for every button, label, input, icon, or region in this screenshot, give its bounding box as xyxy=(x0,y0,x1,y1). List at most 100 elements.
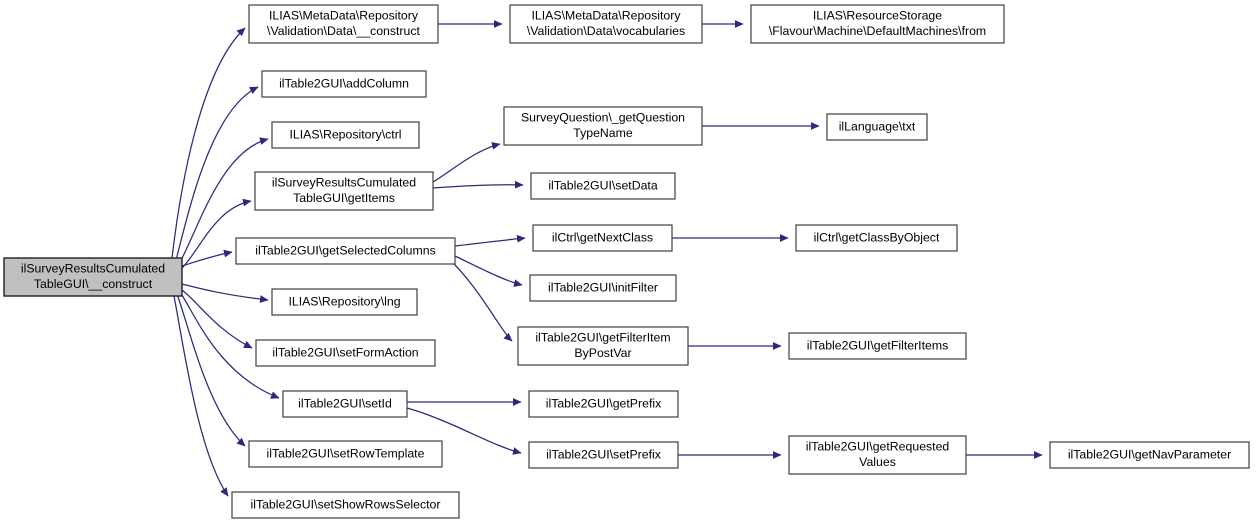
node-getitems[interactable]: ilSurveyResultsCumulatedTableGUI\getItem… xyxy=(254,171,434,211)
node-getprefix[interactable]: ilTable2GUI\getPrefix xyxy=(528,390,679,418)
node-label-md_construct: \Validation\Data\__construct xyxy=(267,24,420,38)
node-box-repo_ctrl[interactable] xyxy=(271,121,420,149)
node-md_vocabularies[interactable]: ILIAS\MetaData\Repository\Validation\Dat… xyxy=(509,4,703,44)
node-box-addcolumn[interactable] xyxy=(261,70,427,98)
node-box-md_construct[interactable] xyxy=(248,4,439,44)
node-label-repo_ctrl: ILIAS\Repository\ctrl xyxy=(289,127,401,141)
node-label-setrowtemplate: ilTable2GUI\setRowTemplate xyxy=(267,446,425,460)
node-setdata[interactable]: ilTable2GUI\setData xyxy=(530,172,676,200)
call-edge-root-to-setshowrowsselector xyxy=(173,295,229,497)
node-box-md_vocabularies[interactable] xyxy=(509,4,703,44)
node-label-getquestiontypename: SurveyQuestion\_getQuestion xyxy=(521,111,685,125)
node-box-setformaction[interactable] xyxy=(255,339,436,367)
node-getfilteritems[interactable]: ilTable2GUI\getFilterItems xyxy=(788,332,967,360)
call-edge-root-to-getselectedcolumns xyxy=(181,249,233,267)
node-setid[interactable]: ilTable2GUI\setId xyxy=(282,390,408,418)
call-edge-getselectedcolumns-to-initfilter xyxy=(454,255,523,287)
node-box-repo_lng[interactable] xyxy=(271,288,418,316)
node-repo_ctrl[interactable]: ILIAS\Repository\ctrl xyxy=(271,121,420,149)
node-label-getfilteritembypostvar: ilTable2GUI\getFilterItem xyxy=(535,331,670,345)
node-rs_from[interactable]: ILIAS\ResourceStorage\Flavour\Machine\De… xyxy=(750,4,1005,44)
node-box-setdata[interactable] xyxy=(530,172,676,200)
node-box-getquestiontypename[interactable] xyxy=(503,106,703,146)
node-box-getprefix[interactable] xyxy=(528,390,679,418)
node-addcolumn[interactable]: ilTable2GUI\addColumn xyxy=(261,70,427,98)
call-edge-root-to-setformaction xyxy=(181,289,253,349)
node-label-rs_from: ILIAS\ResourceStorage xyxy=(813,9,942,23)
node-box-setid[interactable] xyxy=(282,390,408,418)
node-setshowrowsselector[interactable]: ilTable2GUI\setShowRowsSelector xyxy=(231,491,460,519)
node-label-getnavparameter: ilTable2GUI\getNavParameter xyxy=(1068,447,1231,461)
call-edge-setid-to-setprefix xyxy=(406,407,522,455)
node-label-getfilteritems: ilTable2GUI\getFilterItems xyxy=(807,338,948,352)
node-box-root[interactable] xyxy=(3,257,183,297)
node-box-setprefix[interactable] xyxy=(528,441,679,469)
node-label-setshowrowsselector: ilTable2GUI\setShowRowsSelector xyxy=(250,497,440,511)
node-label-getfilteritembypostvar: ByPostVar xyxy=(574,346,631,360)
node-box-getselectedcolumns[interactable] xyxy=(235,237,456,265)
node-box-setrowtemplate[interactable] xyxy=(248,440,443,468)
node-box-getnextclass[interactable] xyxy=(532,224,673,252)
node-box-getitems[interactable] xyxy=(254,171,434,211)
node-label-initfilter: ilTable2GUI\initFilter xyxy=(548,280,658,294)
call-edge-getselectedcolumns-to-getnextclass xyxy=(454,234,526,247)
node-repo_lng[interactable]: ILIAS\Repository\lng xyxy=(271,288,418,316)
node-box-illanguage_txt[interactable] xyxy=(826,113,928,141)
node-box-getfilteritembypostvar[interactable] xyxy=(517,326,689,366)
node-md_construct[interactable]: ILIAS\MetaData\Repository\Validation\Dat… xyxy=(248,4,439,44)
node-setformaction[interactable]: ilTable2GUI\setFormAction xyxy=(255,339,436,367)
node-label-getrequestedvalues: Values xyxy=(859,455,896,469)
node-box-initfilter[interactable] xyxy=(529,274,677,302)
node-getselectedcolumns[interactable]: ilTable2GUI\getSelectedColumns xyxy=(235,237,456,265)
node-getnextclass[interactable]: ilCtrl\getNextClass xyxy=(532,224,673,252)
node-label-repo_lng: ILIAS\Repository\lng xyxy=(288,294,400,308)
edge-layer xyxy=(171,20,1043,497)
node-label-md_vocabularies: ILIAS\MetaData\Repository xyxy=(532,9,682,23)
node-label-setdata: ilTable2GUI\setData xyxy=(548,178,658,192)
call-edge-getitems-to-setdata xyxy=(432,180,524,189)
node-label-getclassbyobject: ilCtrl\getClassByObject xyxy=(814,230,940,244)
node-initfilter[interactable]: ilTable2GUI\initFilter xyxy=(529,274,677,302)
node-label-md_vocabularies: \Validation\Data\vocabularies xyxy=(527,24,685,38)
node-label-rs_from: \Flavour\Machine\DefaultMachines\from xyxy=(769,24,986,38)
node-label-setid: ilTable2GUI\setId xyxy=(298,396,392,410)
node-label-getrequestedvalues: ilTable2GUI\getRequested xyxy=(806,440,950,454)
node-box-getfilteritems[interactable] xyxy=(788,332,967,360)
call-edge-getselectedcolumns-to-getfilteritembypostvar xyxy=(447,257,513,342)
node-setrowtemplate[interactable]: ilTable2GUI\setRowTemplate xyxy=(248,440,443,468)
call-edge-getitems-to-getquestiontypename xyxy=(432,142,501,183)
node-box-getrequestedvalues[interactable] xyxy=(788,435,967,475)
call-edge-root-to-setid xyxy=(179,291,280,399)
node-root[interactable]: ilSurveyResultsCumulatedTableGUI\__const… xyxy=(3,257,183,297)
node-illanguage_txt[interactable]: ilLanguage\txt xyxy=(826,113,928,141)
call-edge-root-to-addcolumn xyxy=(175,86,259,261)
node-box-setshowrowsselector[interactable] xyxy=(231,491,460,519)
node-label-getselectedcolumns: ilTable2GUI\getSelectedColumns xyxy=(255,243,435,257)
call-edge-root-to-md_construct xyxy=(171,27,246,259)
node-box-getclassbyobject[interactable] xyxy=(795,224,958,252)
node-label-getnextclass: ilCtrl\getNextClass xyxy=(552,230,653,244)
call-edge-root-to-repo_ctrl xyxy=(179,137,269,263)
node-label-setformaction: ilTable2GUI\setFormAction xyxy=(272,345,418,359)
node-label-addcolumn: ilTable2GUI\addColumn xyxy=(279,76,409,90)
node-label-getitems: TableGUI\getItems xyxy=(293,191,395,205)
node-box-getnavparameter[interactable] xyxy=(1049,441,1250,469)
node-label-getquestiontypename: TypeName xyxy=(573,126,633,140)
call-edge-root-to-getitems xyxy=(181,198,252,269)
node-layer: ilSurveyResultsCumulatedTableGUI\__const… xyxy=(3,4,1250,519)
node-label-root: ilSurveyResultsCumulated xyxy=(21,262,165,276)
node-label-getitems: ilSurveyResultsCumulated xyxy=(272,176,416,190)
node-label-getprefix: ilTable2GUI\getPrefix xyxy=(546,396,662,410)
node-getnavparameter[interactable]: ilTable2GUI\getNavParameter xyxy=(1049,441,1250,469)
node-label-root: TableGUI\__construct xyxy=(34,277,153,291)
node-box-rs_from[interactable] xyxy=(750,4,1005,44)
node-setprefix[interactable]: ilTable2GUI\setPrefix xyxy=(528,441,679,469)
call-edge-root-to-repo_lng xyxy=(181,283,269,303)
node-getclassbyobject[interactable]: ilCtrl\getClassByObject xyxy=(795,224,958,252)
node-label-setprefix: ilTable2GUI\setPrefix xyxy=(546,447,662,461)
